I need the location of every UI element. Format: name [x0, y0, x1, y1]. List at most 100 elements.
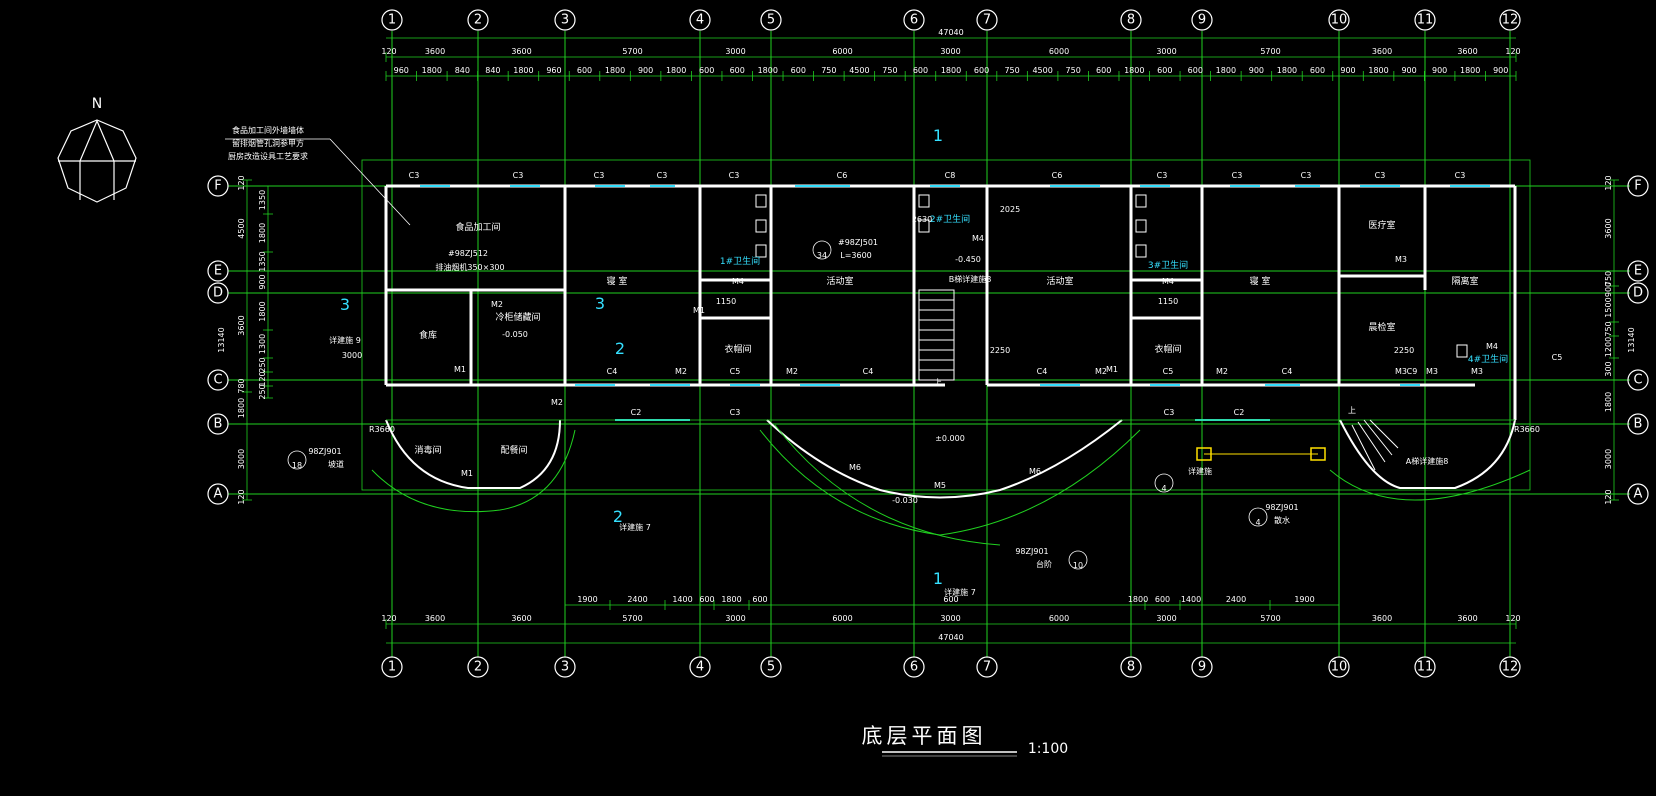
- axis-bubble: [976, 9, 998, 31]
- dimension-label: 3000: [940, 47, 960, 56]
- room-label: 食库: [419, 329, 437, 341]
- dimension-label: 5700: [1260, 47, 1280, 56]
- axis-row-label: F: [1634, 179, 1641, 194]
- window-tag: C2: [1234, 408, 1245, 417]
- callout-number: 34: [817, 251, 827, 260]
- dimension-total: 47040: [938, 28, 963, 37]
- room-label: 4#卫生间: [1468, 353, 1508, 365]
- room-label: 消毒间: [414, 444, 441, 456]
- door-tag: M3: [1395, 255, 1407, 264]
- dimension-total: 13140: [217, 327, 226, 352]
- dimension-label: 780: [237, 378, 246, 393]
- dimension-label: 900: [1249, 66, 1264, 75]
- room-label: 晨检室: [1368, 321, 1395, 333]
- dimension-label: 3600: [1372, 47, 1392, 56]
- dimension-label: 750: [821, 66, 836, 75]
- dimension-label: 1800: [941, 66, 961, 75]
- dimension-label: 600: [699, 595, 714, 604]
- axis-bubble: [554, 9, 576, 31]
- axis-col-label: 5: [767, 660, 775, 675]
- north-arrow-pointer-icon: [79, 119, 115, 162]
- dimension-label: 960: [394, 66, 409, 75]
- dimension-label: 1500: [1604, 297, 1613, 317]
- door-tag: M2: [1095, 367, 1107, 376]
- window-tag: C3: [1455, 171, 1466, 180]
- stair-a-treads: [1351, 419, 1399, 471]
- building-outline-frame: [361, 159, 1531, 491]
- window-tag: C3: [1375, 171, 1386, 180]
- axis-bubble: [903, 656, 925, 678]
- axis-bubble: [1627, 413, 1649, 435]
- dimension-label: 2400: [627, 595, 647, 604]
- callout-number: 4: [1161, 484, 1166, 493]
- dimension-label: 600: [974, 66, 989, 75]
- room-label: 活动室: [826, 275, 853, 287]
- dimension-label: 250: [258, 357, 267, 372]
- radius-mark: R3660: [369, 425, 395, 434]
- dimension-label: 1800: [258, 301, 267, 321]
- stair-up-mark: 上: [934, 378, 942, 387]
- dimension-label: 600: [699, 66, 714, 75]
- door-tag: M1: [461, 469, 473, 478]
- axis-col-label: 6: [910, 13, 918, 28]
- axis-bubble: [1414, 656, 1436, 678]
- dimension-label: 1800: [1368, 66, 1388, 75]
- axis-row-label: B: [214, 417, 223, 432]
- axis-row-label: E: [214, 264, 222, 279]
- window-tag: C5: [730, 367, 741, 376]
- dimension-label: 5700: [622, 614, 642, 623]
- dimension-label: 750: [1004, 66, 1019, 75]
- dimension-label: 1350: [258, 251, 267, 271]
- dimension-label: 600: [913, 66, 928, 75]
- axis-col-label: 7: [983, 660, 991, 675]
- axis-bubble: [207, 483, 229, 505]
- dimension-label: 120: [381, 47, 396, 56]
- room-label: 医疗室: [1368, 219, 1395, 231]
- dimension-label: 1200: [1604, 337, 1613, 357]
- detail-callouts: [287, 240, 1268, 570]
- dimension-label: 6000: [1049, 614, 1069, 623]
- section-marker: 1: [933, 126, 943, 145]
- axis-col-label: 4: [696, 660, 704, 675]
- east-bay-curve: [1339, 419, 1516, 489]
- axis-col-label: 12: [1502, 13, 1519, 28]
- axis-bubble: [207, 282, 229, 304]
- dimension-label: 1800: [1128, 595, 1148, 604]
- room-label: 2#卫生间: [930, 213, 970, 225]
- dimension-label: 900: [258, 274, 267, 289]
- dimension-label: 750: [1066, 66, 1081, 75]
- radius-mark: R3660: [1514, 425, 1540, 434]
- dimension-label: 960: [546, 66, 561, 75]
- section-marker: 2: [613, 507, 623, 526]
- axis-bubble: [760, 656, 782, 678]
- dimension-label: 120: [381, 614, 396, 623]
- dimension-label: 3600: [511, 614, 531, 623]
- dimension-label: 1800: [258, 223, 267, 243]
- dimension-label: 120: [237, 175, 246, 190]
- dimension-label: 750: [1604, 321, 1613, 336]
- axis-col-label: 2: [474, 13, 482, 28]
- stair-up-mark: 上: [1348, 406, 1356, 415]
- dimension-label: 1900: [1294, 595, 1314, 604]
- window-tag: C4: [863, 367, 874, 376]
- dimension-label: 3600: [1457, 614, 1477, 623]
- axis-bubble: [554, 656, 576, 678]
- elevation-mark: -0.030: [892, 496, 918, 505]
- dimension-label: 120: [1505, 614, 1520, 623]
- dimension-label: 3600: [511, 47, 531, 56]
- axis-col-label: 8: [1127, 13, 1135, 28]
- west-apron-curve: [371, 429, 576, 513]
- north-arrow-compass-icon: [57, 119, 137, 203]
- axis-bubble: [1627, 282, 1649, 304]
- axis-bubble: [467, 656, 489, 678]
- elevation-mark: -0.050: [502, 330, 528, 339]
- dimension-note: 2630: [912, 215, 932, 224]
- dimension-label: 4500: [1032, 66, 1052, 75]
- detail-ref: #98ZJ512: [448, 249, 488, 258]
- equipment-markers: [1196, 447, 1326, 461]
- window-tag: C3: [513, 171, 524, 180]
- dimension-label: 1800: [605, 66, 625, 75]
- dimension-label: 300: [1604, 361, 1613, 376]
- door-tag: M6: [1029, 467, 1041, 476]
